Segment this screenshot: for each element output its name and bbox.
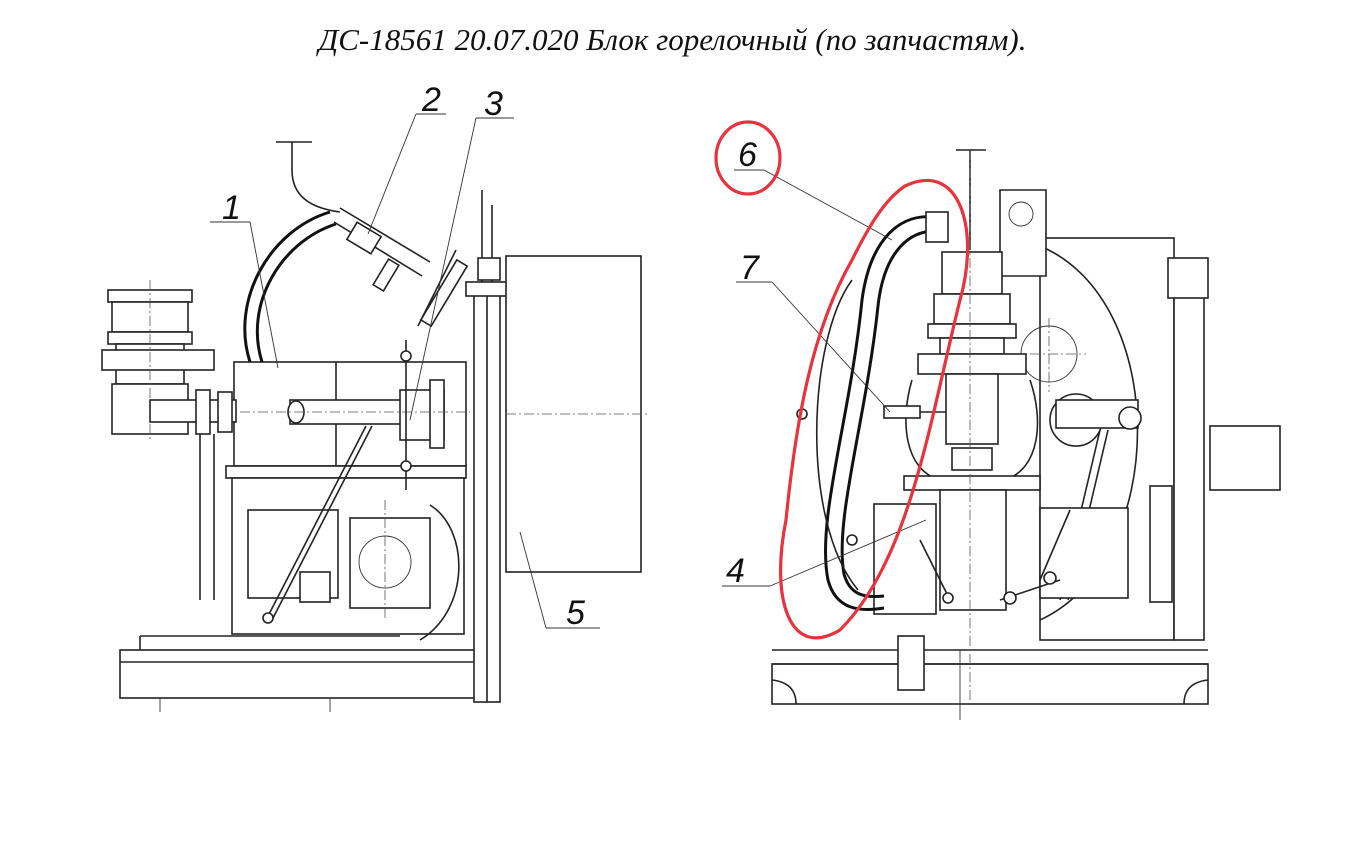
- left-link-rod: [262, 340, 412, 624]
- right-base-frame: [771, 635, 1209, 720]
- right-center-column: [903, 149, 1041, 700]
- right-lower-mechanism: [873, 503, 1129, 615]
- left-feed-pipe: [149, 389, 237, 600]
- left-drum: [505, 255, 650, 573]
- left-burner-tube: [240, 379, 470, 449]
- callout-3: 3: [484, 85, 503, 123]
- left-callout-labels: 1 2 3 5: [222, 81, 585, 632]
- right-fitting-7: [883, 405, 946, 419]
- callout-2: 2: [421, 81, 441, 119]
- left-leaders: [210, 113, 600, 629]
- highlight-loop-hose: [779, 178, 970, 640]
- left-fuel-pipe: [276, 141, 469, 328]
- highlight-circle-6: [714, 120, 782, 196]
- right-view: 6 7 4: [714, 120, 1281, 720]
- right-side-box: [1209, 425, 1281, 491]
- callout-6: 6: [738, 136, 757, 174]
- callout-7: 7: [740, 249, 760, 287]
- left-base-frame: [119, 635, 481, 712]
- right-callout-labels: 6 7 4: [726, 136, 760, 590]
- left-filter-stack: [101, 280, 215, 440]
- left-mast: [465, 190, 511, 703]
- right-hose: [796, 211, 949, 612]
- callout-4: 4: [726, 552, 745, 590]
- highlight-markings: [714, 120, 970, 640]
- left-hose: [243, 210, 337, 363]
- callout-5: 5: [566, 594, 585, 632]
- drawing-title: ДС-18561 20.07.020 Блок горелочный (по з…: [318, 22, 1027, 57]
- right-mount-tab: [999, 189, 1047, 277]
- left-view: 1 2 3 5: [101, 81, 650, 712]
- callout-1: 1: [222, 189, 241, 227]
